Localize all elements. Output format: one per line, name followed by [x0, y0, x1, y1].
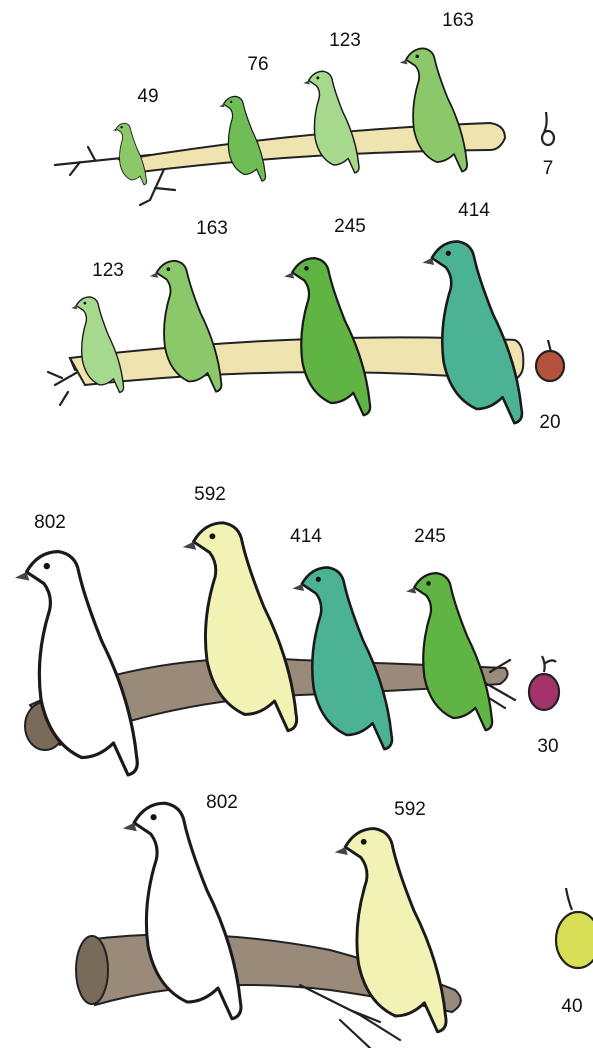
bird-row-1-4-number: 163	[442, 10, 474, 31]
fruit-row-2-shape	[536, 351, 564, 381]
bird-eye	[426, 581, 430, 585]
bird-row-4-1-number: 802	[206, 792, 238, 813]
bird-row-4-2	[335, 829, 446, 1032]
row-3: 802 592 414 245 30	[15, 484, 559, 775]
bird-row-2-4-number: 414	[458, 200, 490, 221]
bird-row-1-1-number: 49	[137, 86, 158, 107]
bird-row-1-2	[219, 96, 265, 181]
bird-row-3-3	[292, 567, 392, 749]
fruit-row-3	[529, 656, 559, 710]
fruit-row-3-number: 30	[537, 736, 558, 757]
fruit-row-1-shape	[542, 131, 554, 145]
bird-row-3-3-number: 414	[290, 526, 322, 547]
row-2: 123 163 245 414 20	[48, 200, 564, 433]
fruit-row-1-number: 7	[543, 158, 554, 179]
bird-eye	[120, 126, 122, 128]
bird-eye	[415, 55, 419, 59]
fruit-row-4-shape	[556, 912, 593, 968]
bird-eye	[209, 533, 215, 539]
bird-row-1-4	[400, 48, 468, 171]
bird-row-4-2-number: 592	[394, 799, 426, 820]
row-4: 802 592 40	[76, 792, 593, 1048]
bird-eye	[151, 814, 157, 820]
row-1: 49 76 123 163 7	[55, 10, 554, 205]
bird-eye	[44, 563, 50, 569]
bird-row-3-4-number: 245	[414, 526, 446, 547]
bird-eye	[84, 302, 87, 305]
bird-row-3-1-number: 802	[34, 512, 66, 533]
bird-eye	[167, 267, 171, 271]
bird-row-1-3	[303, 71, 359, 173]
fruit-row-3-shape	[529, 674, 559, 710]
bird-row-2-1-number: 123	[92, 260, 124, 281]
fruit-row-2-number: 20	[539, 412, 560, 433]
bird-row-2-1	[71, 297, 123, 392]
bird-row-2-4	[422, 241, 522, 423]
fruit-row-1	[542, 112, 554, 145]
fruit-row-4-number: 40	[561, 996, 582, 1017]
bird-row-1-2-number: 76	[247, 54, 268, 75]
bird-eye	[316, 76, 319, 79]
fruit-row-2	[536, 340, 564, 381]
bird-row-3-2-number: 592	[194, 484, 226, 505]
bird-row-2-3	[284, 258, 370, 415]
bird-eye	[230, 101, 232, 103]
bird-eye	[316, 577, 321, 582]
bird-row-1-3-number: 123	[329, 30, 361, 51]
fruit-row-4	[556, 888, 593, 968]
bird-row-3-4	[406, 573, 492, 730]
bird-row-2-2-number: 163	[196, 218, 228, 239]
bird-row-2-3-number: 245	[334, 216, 366, 237]
bird-eye	[304, 266, 308, 270]
bird-eye	[446, 251, 451, 256]
bird-row-1-1	[113, 123, 147, 185]
bird-eye	[361, 839, 367, 845]
